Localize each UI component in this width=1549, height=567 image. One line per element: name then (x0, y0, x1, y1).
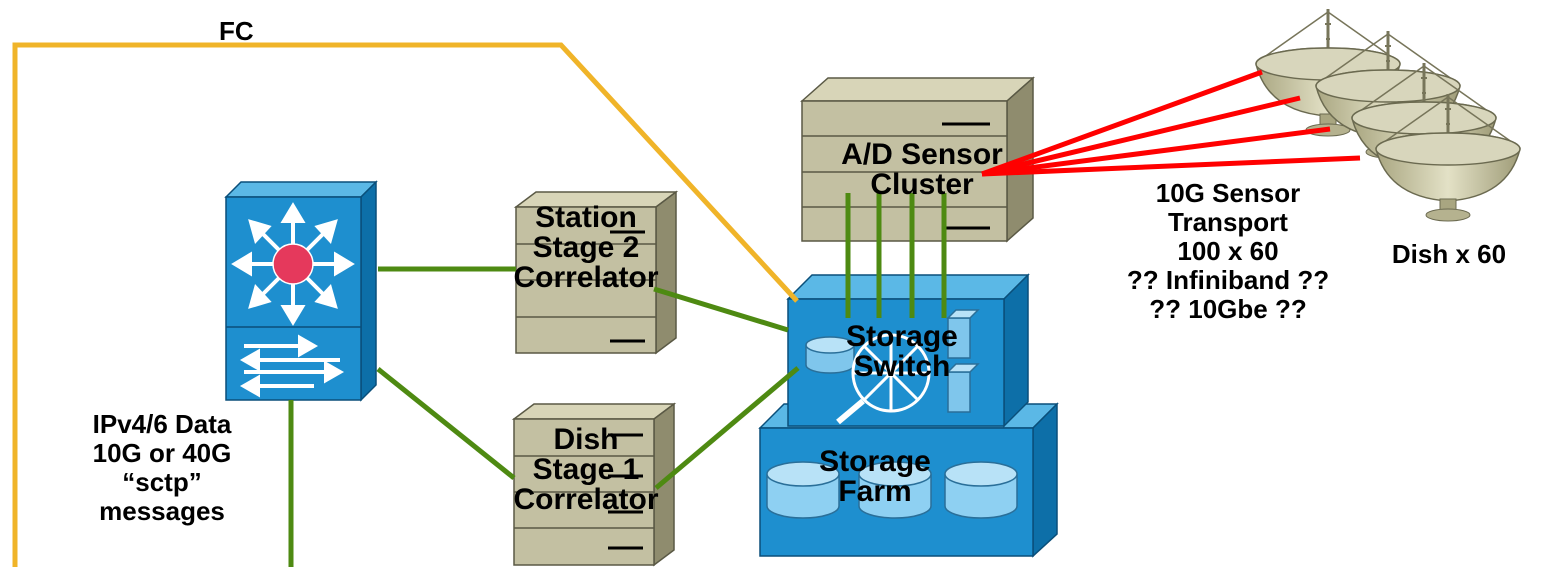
dish-label: Dish x 60 (1391, 239, 1507, 269)
switch-arrows-icon (239, 334, 345, 398)
ip-links (288, 193, 947, 567)
storage-farm-line-2: Farm (838, 475, 912, 508)
ip-data-line-2: 10G or 40G (92, 438, 232, 468)
ip-data-label: IPv4/6 Data 10G or 40G “sctp” messages (62, 410, 262, 526)
fc-link-label: FC (219, 16, 254, 46)
storage-switch-line-2: Switch (853, 350, 951, 383)
dish-correlator-label: Dish Stage 1 Correlator (496, 425, 676, 515)
ip-data-line-1: IPv4/6 Data (92, 409, 232, 439)
station-correlator-line-1: Station (535, 201, 637, 234)
storage-switch-line-1: Storage (846, 320, 958, 353)
station-correlator (513, 190, 679, 355)
sensor-links (981, 69, 1361, 177)
sensor-transport-label: 10G Sensor Transport 100 x 60 ?? Infinib… (1083, 179, 1373, 324)
storage-switch (786, 273, 1030, 428)
dish-correlator-line-2: Stage 1 (532, 453, 640, 486)
station-correlator-label: Station Stage 2 Correlator (496, 203, 676, 293)
network-switch (224, 180, 378, 402)
sensor-transport-line-2: Transport (1168, 207, 1288, 237)
ip-data-line-3: “sctp” (122, 467, 202, 497)
station-correlator-line-2: Stage 2 (532, 231, 640, 264)
storage-switch-label: Storage Switch (812, 322, 992, 382)
station-correlator-line-3: Correlator (513, 261, 659, 294)
ad-sensor-cluster (800, 76, 1035, 243)
fc-link (12, 42, 799, 567)
dish-correlator-line-1: Dish (553, 423, 619, 456)
ad-sensor-label: A/D Sensor Cluster (807, 140, 1037, 200)
sensor-transport-line-3: 100 x 60 (1177, 236, 1279, 266)
storage-farm-label: Storage Farm (785, 447, 965, 507)
storage-farm (758, 402, 1059, 558)
ad-sensor-line-1: A/D Sensor (841, 138, 1003, 171)
storage-farm-line-1: Storage (819, 445, 931, 478)
ip-data-line-4: messages (99, 496, 225, 526)
ad-sensor-line-2: Cluster (870, 168, 974, 201)
dish-correlator-line-3: Correlator (513, 483, 659, 516)
sensor-transport-line-4: ?? Infiniband ?? (1126, 265, 1330, 295)
sensor-transport-line-1: 10G Sensor (1155, 178, 1301, 208)
sensor-transport-line-5: ?? 10Gbe ?? (1149, 294, 1307, 324)
